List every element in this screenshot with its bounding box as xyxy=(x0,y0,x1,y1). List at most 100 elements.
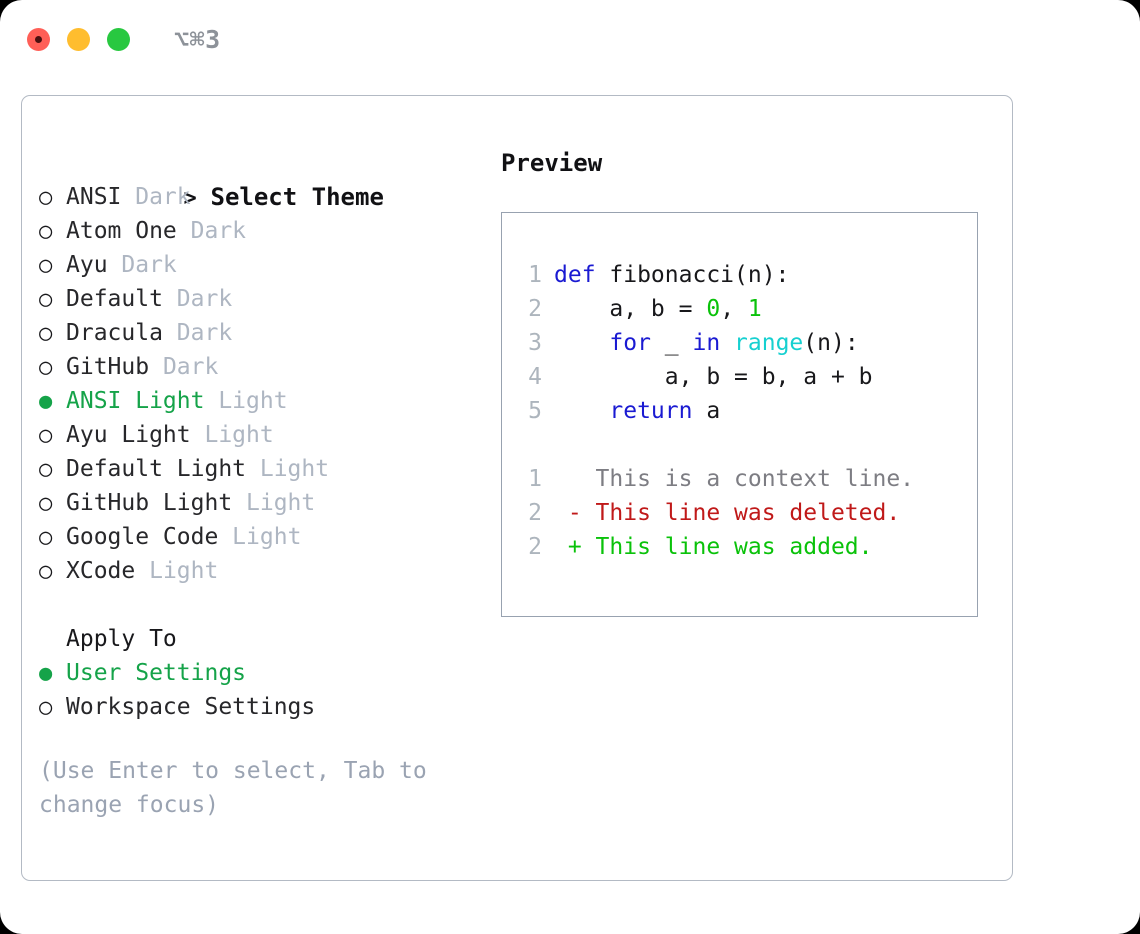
code-token: a xyxy=(692,398,721,424)
radio-unselected-icon: ○ xyxy=(39,559,53,584)
theme-list: ○ ANSI Dark ○ Atom One Dark ○ Ayu Dark ○ Defaul… xyxy=(39,180,499,588)
theme-list-item[interactable]: ● ANSI Light Light xyxy=(39,384,499,418)
apply-to-label: Apply To xyxy=(66,626,177,652)
window-titlebar: ⌥⌘3 xyxy=(0,0,1140,78)
code-token: _ xyxy=(650,330,693,356)
select-theme-heading: >Select Theme xyxy=(39,146,499,211)
code-token xyxy=(554,330,609,356)
code-token: 0 xyxy=(706,296,721,322)
keyboard-shortcut-label: ⌥⌘3 xyxy=(174,24,221,54)
theme-name: Ayu xyxy=(66,252,108,278)
theme-variant-badge: Dark xyxy=(107,252,177,278)
select-theme-heading-label: Select Theme xyxy=(210,183,384,211)
theme-list-item[interactable]: ○ Atom One Dark xyxy=(39,214,499,248)
diff-line-number: 1 xyxy=(528,466,542,492)
radio-selected-icon: ● xyxy=(39,661,53,686)
theme-list-item[interactable]: ○Dracula Dark xyxy=(39,316,499,350)
code-line-number: 3 xyxy=(528,330,542,356)
theme-picker-panel: >Select Theme ○ANSI Dark○Atom One Dark○A… xyxy=(21,95,1013,881)
radio-unselected-icon: ○ xyxy=(39,185,53,210)
radio-selected-icon: ● xyxy=(39,389,53,414)
theme-name: Ayu Light xyxy=(66,422,191,448)
diff-line-number: 2 xyxy=(528,500,542,526)
theme-name: Google Code xyxy=(66,524,219,550)
theme-name: XCode xyxy=(66,558,136,584)
theme-name: GitHub Light xyxy=(66,490,233,516)
radio-unselected-icon: ○ xyxy=(39,253,53,278)
radio-unselected-icon: ○ xyxy=(39,695,53,720)
code-line-number: 4 xyxy=(528,364,542,390)
code-token xyxy=(720,330,734,356)
theme-variant-badge: Light xyxy=(190,422,274,448)
theme-variant-badge: Light xyxy=(232,490,316,516)
radio-unselected-icon: ○ xyxy=(39,457,53,482)
diff-lines: 1 This is a context line. 2 - This line w… xyxy=(512,462,971,564)
radio-unselected-icon: ○ xyxy=(39,287,53,312)
apply-to-option-label: Workspace Settings xyxy=(66,694,316,720)
apply-to-option[interactable]: ● User Settings xyxy=(39,656,499,690)
theme-name: ANSI xyxy=(66,184,122,210)
code-line: 2 a, b = 0, 1 xyxy=(512,292,971,326)
code-line-number: 2 xyxy=(528,296,542,322)
section-spacer xyxy=(39,588,499,622)
code-line: 4 a, b = b, a + b xyxy=(512,360,971,394)
theme-selection-column: >Select Theme ○ANSI Dark○Atom One Dark○A… xyxy=(39,146,499,822)
theme-variant-badge: Light xyxy=(135,558,219,584)
apply-to-option-label: User Settings xyxy=(66,660,247,686)
code-token xyxy=(554,398,609,424)
theme-list-item[interactable]: ○ ANSI Dark xyxy=(39,180,499,214)
code-token: def xyxy=(554,262,596,288)
minimize-button[interactable] xyxy=(67,27,90,51)
theme-list-item[interactable]: ○GitHub Dark xyxy=(39,350,499,384)
code-line: 5 return a xyxy=(512,394,971,428)
theme-list-item[interactable]: ○ XCode Light xyxy=(39,554,499,588)
code-line-number: 5 xyxy=(528,398,542,424)
code-token: (n): xyxy=(803,330,859,356)
code-token: for xyxy=(609,330,651,356)
theme-name: Default Light xyxy=(66,456,247,482)
apply-to-option[interactable]: ○ Workspace Settings xyxy=(39,690,499,724)
theme-variant-badge: Dark xyxy=(121,184,191,210)
theme-name: ANSI Light xyxy=(66,388,205,414)
theme-list-item[interactable]: ○ Google Code Light xyxy=(39,520,499,554)
close-button[interactable] xyxy=(27,27,50,51)
theme-name: Dracula xyxy=(66,320,163,346)
theme-variant-badge: Light xyxy=(204,388,288,414)
theme-name: Default xyxy=(66,286,163,312)
radio-unselected-icon: ○ xyxy=(39,219,53,244)
diff-line-number: 2 xyxy=(528,534,542,560)
radio-unselected-icon: ○ xyxy=(39,525,53,550)
code-token: in xyxy=(692,330,721,356)
diff-line-text: This is a context line. xyxy=(554,466,915,492)
radio-unselected-icon: ○ xyxy=(39,355,53,380)
diff-line-text: - This line was deleted. xyxy=(554,500,901,526)
maximize-button[interactable] xyxy=(107,27,130,51)
theme-list-item[interactable]: ○ GitHub Light Light xyxy=(39,486,499,520)
code-diff-spacer xyxy=(512,428,971,462)
theme-variant-badge: Dark xyxy=(149,354,219,380)
code-token: a, b = xyxy=(554,296,707,322)
theme-list-item[interactable]: ○Ayu Light Light xyxy=(39,418,499,452)
apply-to-options: ● User Settings ○ Workspace Settings xyxy=(39,656,499,724)
code-token: fibonacci(n): xyxy=(595,262,790,288)
code-token: 1 xyxy=(747,296,762,322)
code-token: a, b = b, a + b xyxy=(554,364,873,390)
theme-variant-badge: Light xyxy=(246,456,330,482)
code-token: , xyxy=(720,296,748,322)
code-token: range xyxy=(734,330,804,356)
radio-unselected-icon: ○ xyxy=(39,491,53,516)
theme-variant-badge: Light xyxy=(218,524,302,550)
theme-list-item[interactable]: ○ Default Light Light xyxy=(39,452,499,486)
theme-name: Atom One xyxy=(66,218,177,244)
preview-heading: Preview xyxy=(501,149,603,177)
theme-list-item[interactable]: ○Default Dark xyxy=(39,282,499,316)
theme-variant-badge: Dark xyxy=(176,218,247,244)
code-token: return xyxy=(609,398,693,424)
theme-list-item[interactable]: ○ Ayu Dark xyxy=(39,248,499,282)
keyboard-hint-text: (Use Enter to select, Tab to change focu… xyxy=(39,758,427,818)
